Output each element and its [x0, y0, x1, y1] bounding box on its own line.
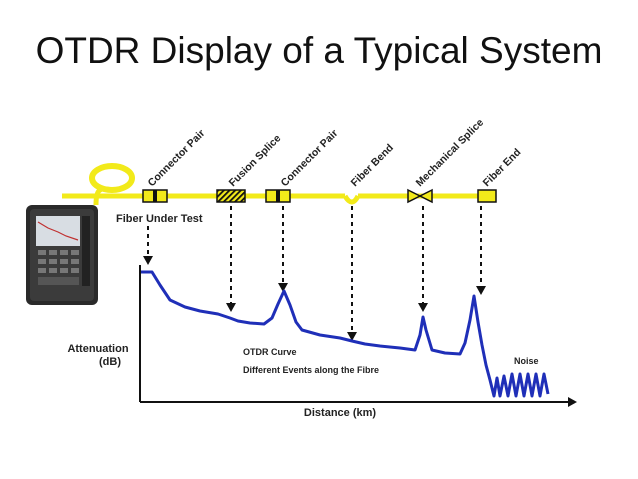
event-label-connector-pair-2: Connector Pair	[279, 127, 341, 189]
event-label-fiber-bend: Fiber Bend	[349, 142, 396, 189]
event-label-mechanical-splice: Mechanical Splice	[414, 117, 487, 190]
event-labels: Connector Pair Fusion Splice Connector P…	[146, 117, 524, 190]
event-arrowheads	[143, 256, 486, 341]
events-caption: Different Events along the Fibre	[243, 365, 379, 375]
axes	[139, 265, 568, 403]
otdr-trace	[141, 270, 550, 398]
mechanical-splice-icon	[407, 188, 433, 204]
fiber-events	[142, 188, 497, 204]
event-label-connector-pair-1: Connector Pair	[146, 127, 208, 189]
otdr-device	[26, 205, 98, 305]
x-axis-arrowhead	[568, 397, 577, 407]
connector-pair-2-icon	[265, 189, 291, 203]
connector-pair-1-icon	[142, 189, 168, 203]
y-axis-label-line1: Attenuation	[67, 343, 128, 355]
otdr-curve-label: OTDR Curve	[243, 347, 297, 357]
y-axis-label-line2: (dB)	[99, 356, 121, 368]
event-label-fiber-end: Fiber End	[481, 146, 524, 189]
event-label-fusion-splice: Fusion Splice	[227, 132, 284, 189]
fiber-under-test-label: Fiber Under Test	[116, 213, 203, 225]
fiber-end-icon	[477, 189, 497, 203]
noise-label: Noise	[514, 356, 539, 366]
event-arrows	[147, 206, 482, 334]
x-axis-label: Distance (km)	[304, 407, 376, 419]
otdr-screen	[36, 216, 80, 246]
slide-title: OTDR Display of a Typical System	[35, 30, 603, 71]
fusion-splice-icon	[216, 189, 246, 203]
